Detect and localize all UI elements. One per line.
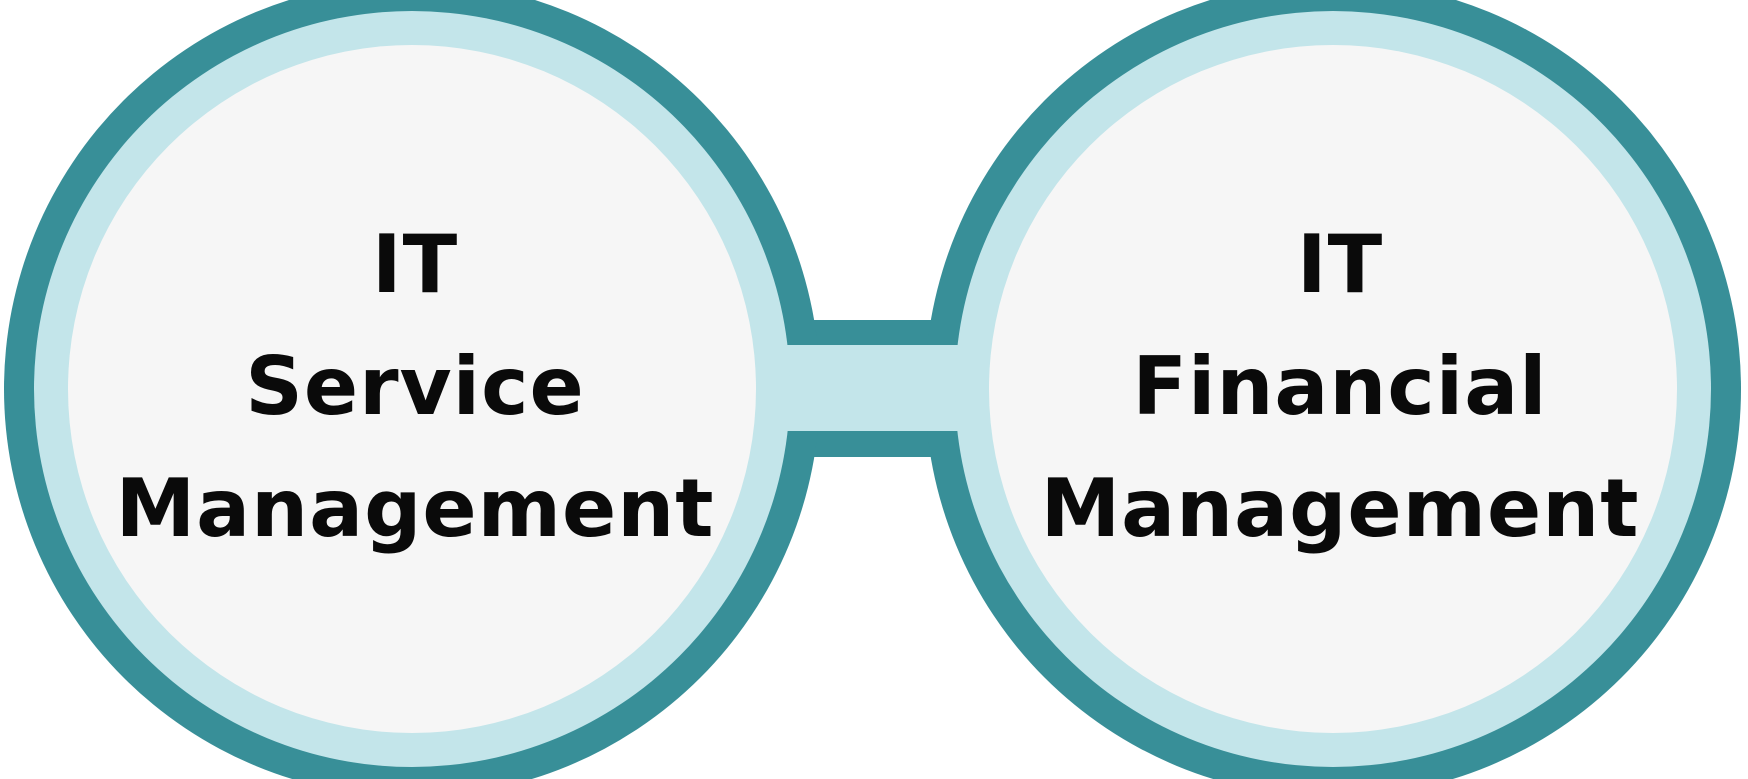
node-label-it-service-management: IT Service Management xyxy=(80,204,750,570)
node-label-line: IT xyxy=(1296,218,1384,311)
connector-inner xyxy=(780,345,965,431)
left-circle-fill xyxy=(68,45,756,733)
node-label-it-financial-management: IT Financial Management xyxy=(1005,204,1675,570)
right-circle-fill xyxy=(989,45,1677,733)
node-label-line: Financial xyxy=(1132,340,1548,433)
node-label-line: Management xyxy=(1040,462,1640,555)
node-label-line: IT xyxy=(371,218,459,311)
node-label-line: Management xyxy=(115,462,715,555)
node-label-line: Service xyxy=(245,340,585,433)
